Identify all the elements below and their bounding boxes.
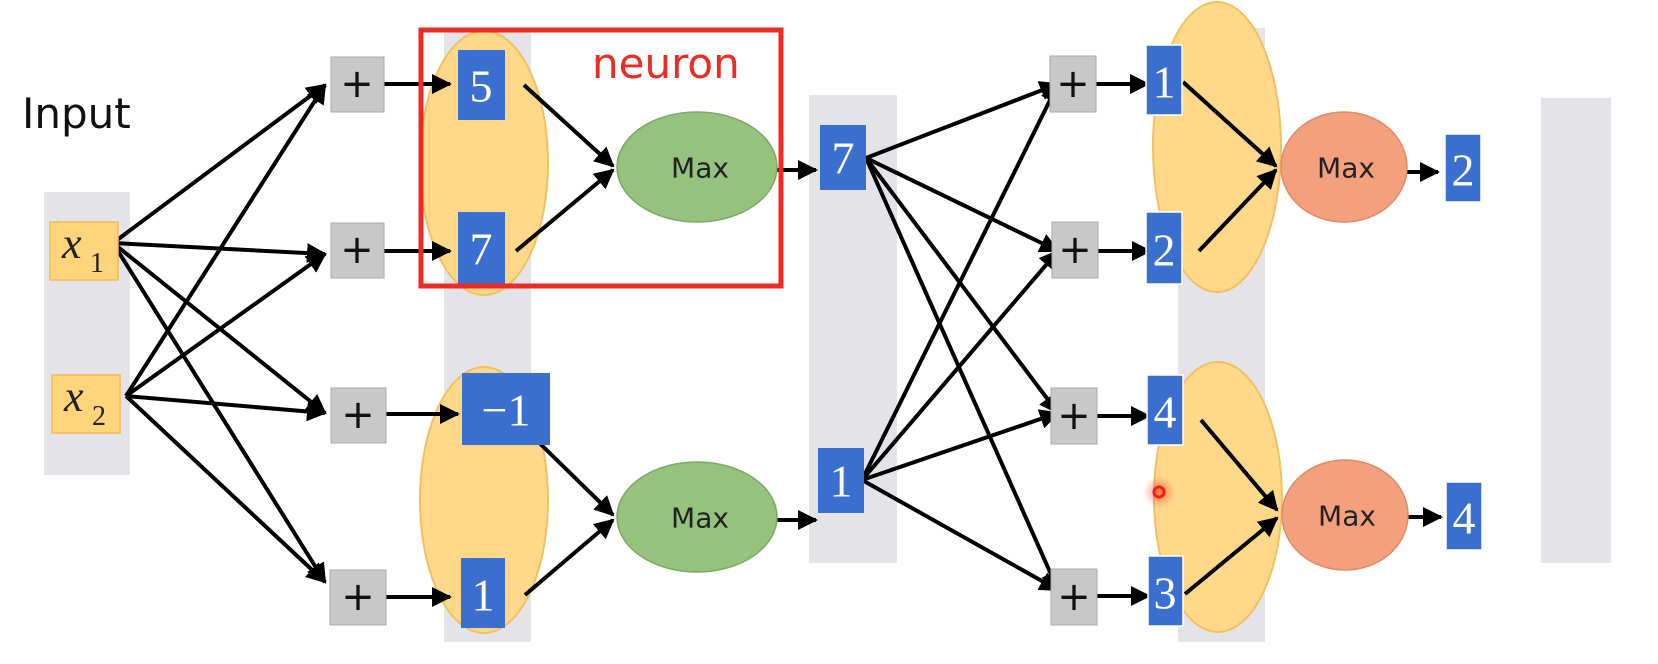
- layer2-value: 4: [1154, 387, 1177, 438]
- plus-icon: +: [340, 61, 374, 107]
- plus-icon: +: [341, 392, 375, 438]
- input-x2: x 2: [51, 372, 121, 434]
- layer2-output-node: 2: [1444, 133, 1482, 203]
- layer2-value: 2: [1153, 225, 1176, 276]
- plus-icon: +: [1058, 227, 1092, 273]
- layer1-output-node: 7: [820, 125, 866, 190]
- plus-icon: +: [341, 574, 375, 620]
- plus-icon: +: [1057, 574, 1091, 620]
- layer1-output: 7: [832, 133, 855, 184]
- neuron-highlight-box: [418, 27, 784, 289]
- layer1-value-to-max-arrows: [514, 83, 818, 597]
- layer2-max-node: Max: [1280, 111, 1408, 223]
- max-label: Max: [671, 502, 729, 535]
- layer1-value-node: −1: [462, 373, 550, 445]
- edge: [861, 409, 1060, 482]
- layer2-value-node: 4: [1146, 374, 1184, 446]
- edge: [865, 156, 1060, 253]
- plus-icon: +: [1056, 61, 1090, 107]
- layer1-plus-node: +: [330, 222, 385, 279]
- edge: [111, 83, 327, 245]
- layer1-plus-node: +: [330, 387, 387, 444]
- layer1-value-node: 7: [458, 212, 505, 284]
- edge: [861, 478, 1060, 592]
- edge: [124, 394, 327, 584]
- layer1-value-node: 1: [461, 558, 505, 628]
- layer2-value-node: 1: [1145, 44, 1183, 116]
- max-label: Max: [671, 152, 729, 185]
- layer2-max-node: Max: [1281, 459, 1409, 571]
- layer2-plus-node: +: [1049, 55, 1097, 113]
- layer2-plus-node: +: [1050, 568, 1098, 626]
- edge: [860, 249, 1060, 482]
- edge: [864, 156, 1060, 415]
- neuron-label: neuron: [592, 39, 740, 88]
- layer1-plus-to-value-arrows: [384, 74, 460, 607]
- edge: [864, 157, 1060, 592]
- layer1-value: 5: [470, 61, 493, 112]
- input-x1-sub: 1: [90, 248, 104, 279]
- layer2-value-node: 3: [1147, 555, 1184, 627]
- layer2-value-node: 2: [1145, 211, 1183, 285]
- input-label: Input: [22, 89, 131, 138]
- input-x1: x 1: [49, 219, 119, 281]
- layer2-value-to-max-arrows: [1181, 80, 1443, 596]
- layer2-output: 2: [1452, 145, 1475, 196]
- cursor-indicator: [1143, 476, 1175, 508]
- edge: [1197, 168, 1278, 253]
- layer1-value: 7: [470, 224, 493, 275]
- input-x2-sub: 2: [92, 401, 106, 432]
- layer1-max-node: Max: [616, 111, 778, 223]
- edge: [860, 82, 1060, 481]
- edge: [514, 168, 615, 253]
- layer2-plus-to-value-arrows: [1095, 74, 1152, 606]
- layer2-plus-node: +: [1050, 387, 1098, 445]
- layer2-plus-node: +: [1051, 221, 1099, 279]
- group-ellipse-2a: [1152, 1, 1282, 293]
- edge: [124, 252, 327, 398]
- edge: [865, 81, 1060, 160]
- plus-icon: +: [340, 227, 374, 273]
- layer2-output: 4: [1453, 493, 1476, 544]
- input-x2-var: x: [63, 372, 84, 421]
- max-label: Max: [1317, 152, 1375, 185]
- input-connections: [111, 83, 327, 584]
- edge: [124, 83, 327, 398]
- layer2-value: 1: [1153, 57, 1176, 108]
- layer1-plus-node: +: [329, 569, 387, 626]
- layer1-output: 1: [830, 456, 853, 507]
- plus-icon: +: [1057, 393, 1091, 439]
- edge: [1181, 80, 1278, 168]
- layer1-plus-node: +: [330, 56, 385, 113]
- layer1-value: 1: [472, 570, 495, 621]
- edge: [111, 241, 327, 584]
- edge: [522, 83, 615, 168]
- layer2-output-node: 4: [1445, 481, 1483, 551]
- layer1-value-node: 5: [458, 50, 505, 120]
- edge: [523, 518, 615, 597]
- edge: [1183, 516, 1279, 596]
- edge: [1199, 418, 1279, 512]
- layer2-value: 3: [1154, 568, 1177, 619]
- layer1-max-node: Max: [616, 461, 778, 573]
- layer2-output-column: [1541, 98, 1611, 563]
- layer1-output-node: 1: [818, 448, 864, 513]
- hidden-connections: [860, 81, 1060, 592]
- edge: [125, 394, 327, 422]
- input-x1-var: x: [61, 219, 82, 268]
- max-label: Max: [1318, 500, 1376, 533]
- layer1-value: −1: [482, 385, 531, 436]
